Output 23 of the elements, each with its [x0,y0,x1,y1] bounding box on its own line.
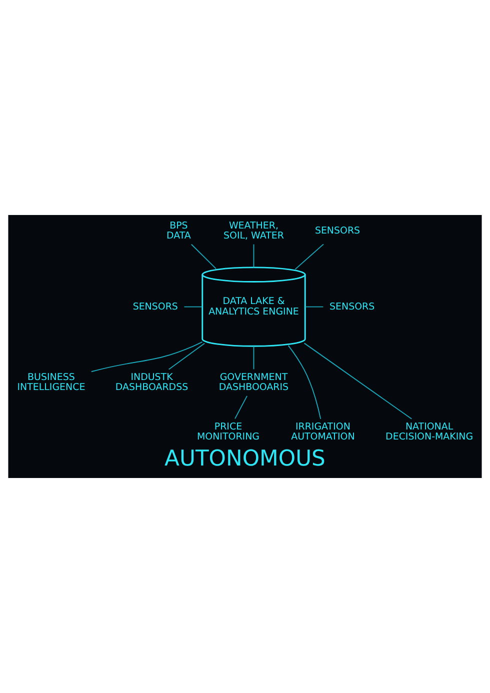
node-text: BUSINESS INTELLIGENCE [17,372,86,394]
caption: AUTONOMOUS [164,446,326,472]
node-text: SENSORS [314,226,360,237]
connector [190,244,216,270]
node-text: PRICE MONITORING [196,421,260,443]
node-text: GOVERNMENT DASHBOOARIS [218,372,289,394]
node-text: WEATHER, SOIL, WATER [224,220,284,242]
connector [288,345,322,420]
connector [168,342,205,370]
node-text: SENSORS [132,301,178,312]
connector [253,346,254,370]
connector [253,244,254,268]
node-text: BPS DATA [166,220,191,242]
connector [304,306,324,308]
node-text: SENSORS [330,301,375,312]
connector [294,244,324,270]
connector [234,395,248,420]
connector [184,306,203,308]
node-text: IRRIGATION AUTOMATION [291,421,355,443]
connector [304,342,412,420]
node-text: INDUSTK DASHBOARDSS [115,372,188,394]
connector [90,341,203,372]
node-text: NATIONAL DECISION-MAKING [386,421,474,443]
